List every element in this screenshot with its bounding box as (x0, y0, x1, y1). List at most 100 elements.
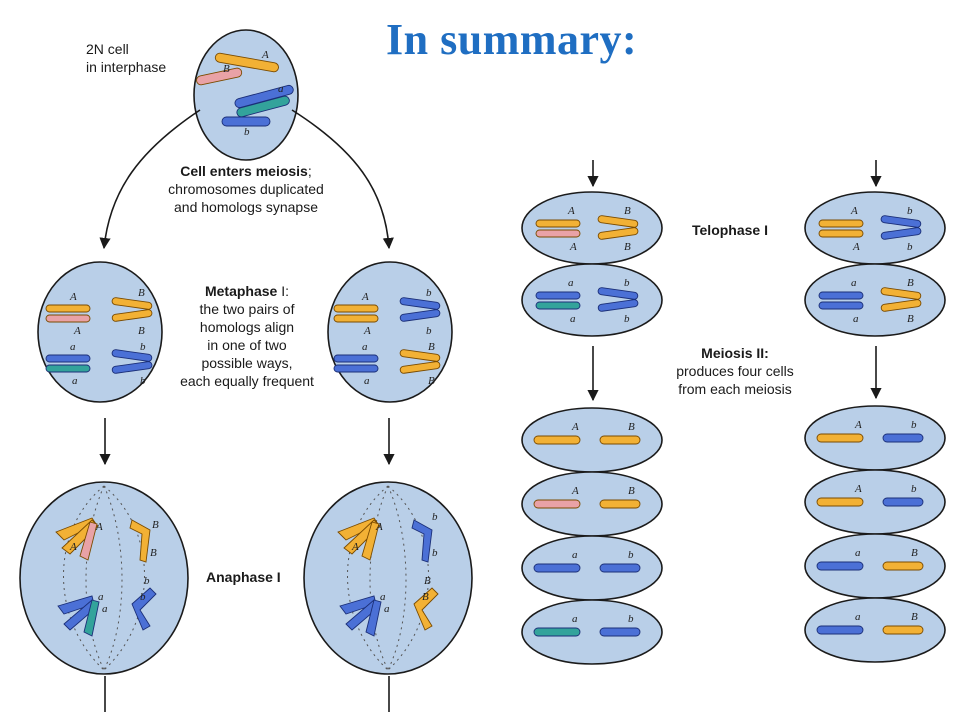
metaphase-line: each equally frequent (180, 373, 314, 389)
interphase-cell: A B a b (193, 29, 299, 161)
svg-text:A: A (363, 325, 371, 337)
svg-text:B: B (150, 547, 157, 559)
svg-text:B: B (428, 375, 435, 387)
svg-text:a: a (568, 277, 574, 289)
svg-text:B: B (223, 63, 230, 75)
metaphase-numeral: I: (277, 283, 289, 299)
svg-text:b: b (432, 547, 438, 559)
svg-text:b: b (426, 325, 432, 337)
svg-text:B: B (152, 519, 159, 531)
metaphase-cell-left: AA BB aa bb (37, 261, 163, 403)
svg-text:a: a (855, 611, 861, 623)
meiosis2-label: Meiosis II: produces four cells from eac… (676, 345, 794, 397)
metaphase-line: possible ways, (201, 355, 292, 371)
metaphase-heading: Metaphase (205, 283, 278, 299)
svg-text:a: a (572, 613, 578, 625)
svg-text:b: b (432, 511, 438, 523)
svg-text:b: b (628, 613, 634, 625)
telophase-cell-left-top: A A B B (521, 191, 663, 265)
svg-text:b: b (244, 126, 250, 138)
svg-text:A: A (73, 325, 81, 337)
enter-meiosis-line: chromosomes duplicated (168, 181, 324, 197)
svg-text:a: a (364, 375, 370, 387)
anaphase-cell-left: A A B B aa bb (19, 481, 189, 675)
svg-text:A: A (571, 485, 579, 497)
svg-text:a: a (380, 591, 386, 603)
metaphase-label: Metaphase I: the two pairs of homologs a… (180, 283, 314, 389)
svg-text:B: B (138, 287, 145, 299)
interphase-label-line: in interphase (86, 59, 166, 75)
svg-text:A: A (569, 241, 577, 253)
svg-text:a: a (851, 277, 857, 289)
svg-text:a: a (362, 341, 368, 353)
svg-text:A: A (571, 421, 579, 433)
svg-text:B: B (907, 277, 914, 289)
meiosis2-heading: Meiosis II: (701, 345, 769, 361)
svg-text:a: a (102, 603, 108, 615)
svg-text:B: B (628, 421, 635, 433)
anaphase-label: Anaphase I (206, 569, 281, 585)
svg-text:B: B (138, 325, 145, 337)
svg-text:Metaphase I:: Metaphase I: (205, 283, 289, 299)
svg-text:B: B (628, 485, 635, 497)
svg-text:B: B (624, 241, 631, 253)
svg-text:b: b (140, 341, 146, 353)
svg-text:B: B (424, 575, 431, 587)
slide-title: In summary: (386, 15, 638, 64)
interphase-label: 2N cell in interphase (86, 41, 166, 75)
svg-text:A: A (69, 541, 77, 553)
metaphase-line: homologs align (200, 319, 294, 335)
svg-text:a: a (570, 313, 576, 325)
enter-meiosis-label: Cell enters meiosis; chromosomes duplica… (168, 163, 324, 215)
svg-text:Cell enters meiosis;: Cell enters meiosis; (180, 163, 312, 179)
svg-text:a: a (278, 83, 284, 95)
svg-text:A: A (567, 205, 575, 217)
arrow-to-metaphase-left (99, 109, 201, 250)
svg-text:B: B (907, 313, 914, 325)
svg-text:A: A (95, 521, 103, 533)
svg-text:A: A (375, 521, 383, 533)
svg-text:B: B (911, 547, 918, 559)
telophase-cell-right-bottom: a a B B (804, 263, 946, 337)
telophase-cell-right-top: AA bb (804, 191, 946, 265)
svg-text:B: B (624, 205, 631, 217)
svg-text:a: a (98, 591, 104, 603)
svg-text:b: b (140, 591, 146, 603)
svg-text:b: b (624, 313, 630, 325)
svg-text:a: a (72, 375, 78, 387)
svg-text:A: A (854, 419, 862, 431)
anaphase-cell-right: AA bb aa BB (303, 481, 473, 675)
svg-text:B: B (422, 591, 429, 603)
svg-text:b: b (628, 549, 634, 561)
interphase-label-line: 2N cell (86, 41, 129, 57)
svg-text:a: a (855, 547, 861, 559)
svg-text:A: A (69, 291, 77, 303)
enter-meiosis-line: and homologs synapse (174, 199, 318, 215)
telophase-label: Telophase I (692, 222, 768, 238)
svg-text:B: B (911, 611, 918, 623)
svg-text:b: b (624, 277, 630, 289)
metaphase-cell-right: AA bb aa BB (327, 261, 453, 403)
svg-text:A: A (351, 541, 359, 553)
svg-text:b: b (907, 241, 913, 253)
svg-text:b: b (144, 575, 150, 587)
meiosis2-line: produces four cells (676, 363, 794, 379)
svg-text:a: a (853, 313, 859, 325)
svg-text:A: A (852, 241, 860, 253)
svg-text:b: b (907, 205, 913, 217)
metaphase-line: in one of two (207, 337, 287, 353)
enter-meiosis-punct: ; (308, 163, 312, 179)
metaphase-line: the two pairs of (200, 301, 295, 317)
svg-text:A: A (854, 483, 862, 495)
svg-text:b: b (426, 287, 432, 299)
svg-text:a: a (572, 549, 578, 561)
